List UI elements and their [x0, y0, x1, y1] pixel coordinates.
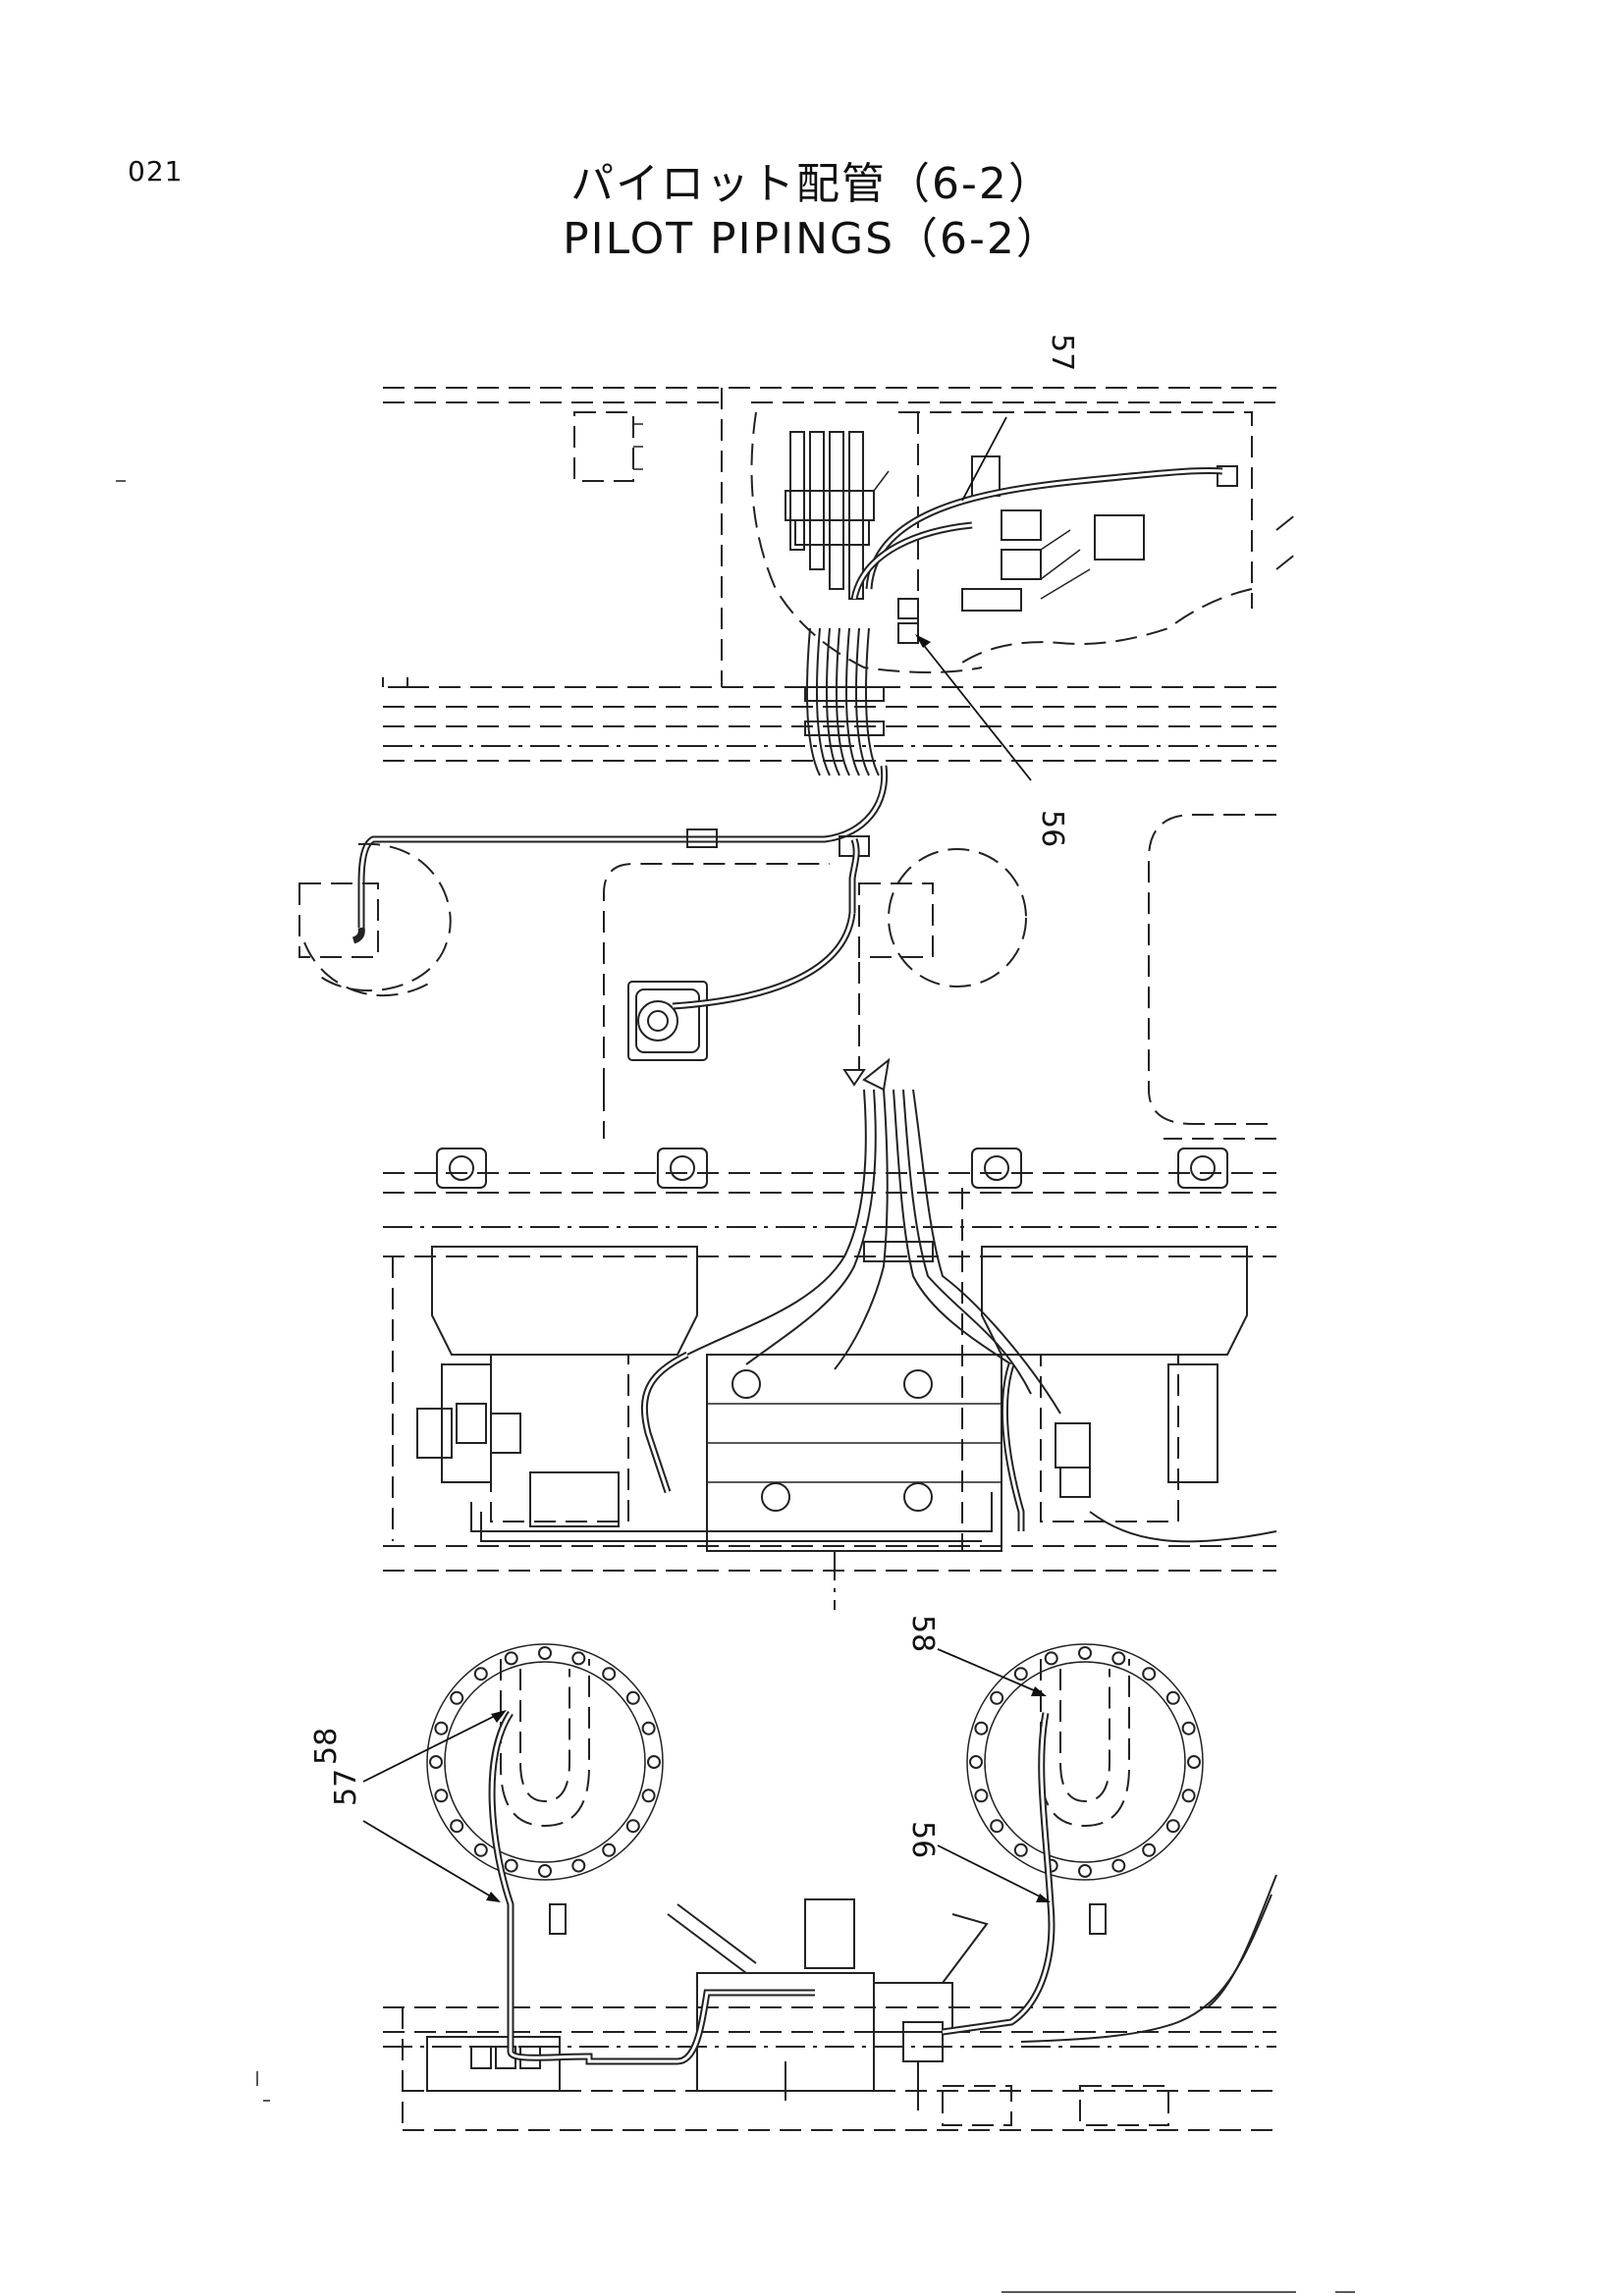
callout-57-top: 57	[1045, 334, 1079, 371]
motor-bolt	[473, 1667, 488, 1682]
callout-58-right: 58	[905, 1615, 940, 1652]
motor-bolt	[504, 1858, 518, 1873]
travel-pilot-hoses	[488, 1711, 1277, 2110]
motor-bolt	[990, 1819, 1004, 1834]
motor-bolt	[429, 1755, 443, 1769]
motor-bolt	[1187, 1755, 1201, 1769]
motor-bolt	[602, 1667, 617, 1682]
motor-bolt	[571, 1651, 586, 1666]
motor-bolt	[1165, 1819, 1180, 1834]
callout-57-left: 57	[329, 1769, 363, 1806]
motor-bolt	[434, 1721, 449, 1735]
page-title-japanese: パイロット配管（6-2）	[570, 159, 1054, 209]
motor-bolt	[571, 1858, 586, 1873]
callout-56-top: 56	[1035, 810, 1069, 847]
control-valve-assembly	[383, 1148, 1276, 1572]
motor-bolt	[538, 1864, 552, 1878]
motor-bolt	[990, 1690, 1004, 1705]
motor-bolt	[1165, 1690, 1180, 1705]
pilot-valve-bank	[785, 431, 1238, 644]
callout-leaders	[362, 416, 1051, 1902]
motor-bolt	[1142, 1667, 1157, 1682]
motor-bolt	[641, 1721, 656, 1735]
callout-labels: 57 56 58 58 57 56	[309, 334, 1079, 1858]
page-number: 021	[128, 155, 184, 187]
motor-bolt	[1078, 1646, 1092, 1660]
motor-bolt	[1181, 1789, 1196, 1803]
motor-bolt	[641, 1789, 656, 1803]
motor-bolt	[450, 1819, 464, 1834]
motor-bolt	[450, 1690, 464, 1705]
motor-bolt	[625, 1690, 640, 1705]
motor-bolt	[1111, 1858, 1126, 1873]
motor-bolt	[974, 1721, 989, 1735]
title-block: パイロット配管（6-2） PILOT PIPINGS（6-2）	[0, 157, 1624, 267]
page-title-english: PILOT PIPINGS（6-2）	[563, 214, 1061, 264]
motor-bolt	[434, 1789, 449, 1803]
motor-bolt	[504, 1651, 518, 1666]
undercarriage-frame	[383, 1898, 1276, 2131]
motor-bolt	[1181, 1721, 1196, 1735]
motor-bolt	[602, 1842, 617, 1857]
motor-bolt	[1044, 1651, 1058, 1666]
travel-motor-right	[966, 1643, 1204, 1935]
pilot-hose-bundle-lower	[470, 1089, 1277, 1610]
margin-marks	[116, 480, 1355, 2293]
center-frame	[603, 814, 1276, 1140]
cab-frame-outline	[382, 387, 1302, 762]
motor-bolt	[473, 1842, 488, 1857]
motor-bolt	[625, 1819, 640, 1834]
callout-56-right: 56	[905, 1821, 940, 1858]
swing-area-left	[298, 842, 452, 996]
motor-bolt	[1013, 1667, 1028, 1682]
travel-motor-left	[426, 1643, 664, 1935]
callout-58-left: 58	[309, 1728, 344, 1765]
motor-bolt	[974, 1789, 989, 1803]
motor-bolt	[969, 1755, 983, 1769]
motor-bolt	[1142, 1842, 1157, 1857]
motor-bolt	[1078, 1864, 1092, 1878]
pilot-hose-bundle-upper	[357, 466, 1223, 928]
motor-bolt	[1013, 1842, 1028, 1857]
motor-bolt	[1111, 1651, 1126, 1666]
motor-bolt	[538, 1646, 552, 1660]
motor-bolt	[647, 1755, 661, 1769]
